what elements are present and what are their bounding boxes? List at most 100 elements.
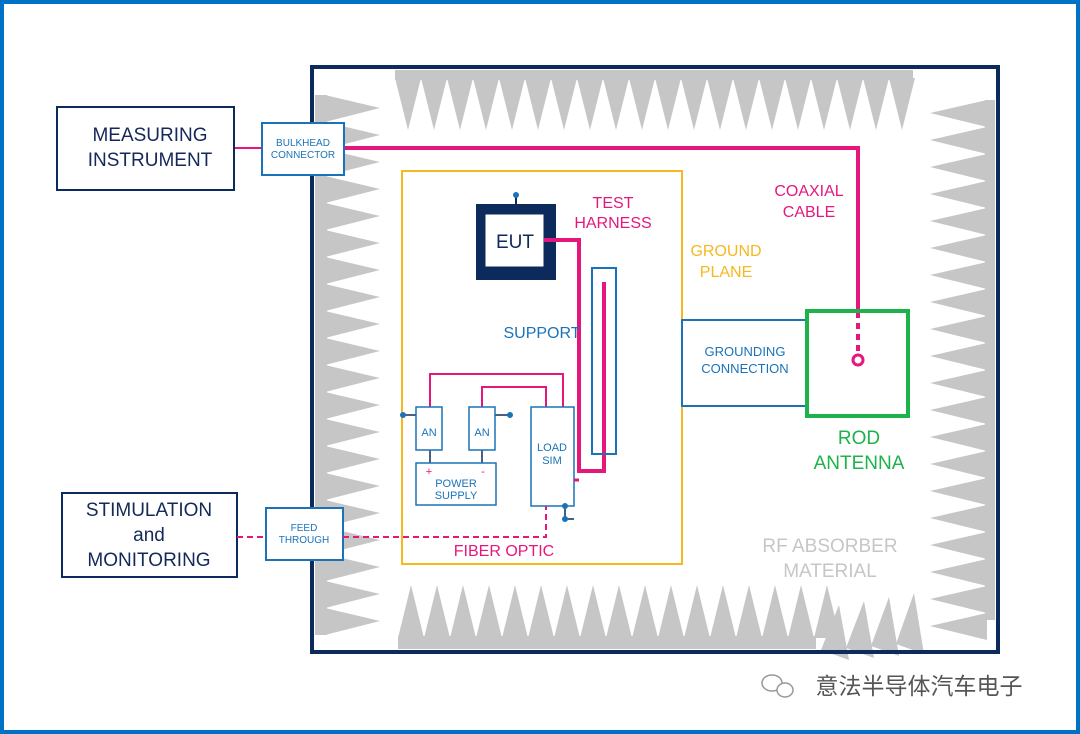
an-right-box <box>468 406 496 451</box>
bulkhead-connector-box <box>261 122 345 176</box>
absorber-cone <box>525 78 551 130</box>
absorber-cone <box>424 585 450 638</box>
absorber-cone <box>325 581 380 608</box>
absorber-cone <box>896 593 924 654</box>
absorber-cone <box>325 203 380 230</box>
eut-ground-node <box>513 192 519 198</box>
absorber-cone <box>871 597 899 656</box>
wechat-icon <box>761 674 794 698</box>
support-label: SUPPORT <box>503 325 580 342</box>
absorber-cone <box>930 451 987 478</box>
antenna-feed-point <box>851 353 865 367</box>
power-supply-label-2: SUPPLY <box>435 490 478 502</box>
absorber-cone <box>473 78 499 130</box>
ground-plane-label-1: GROUND <box>690 243 761 260</box>
load-sim-label-1: LOAD <box>537 442 567 454</box>
an-right-ground-node <box>507 412 513 418</box>
rf-absorber-cones <box>315 70 995 660</box>
absorber-cone <box>710 585 736 638</box>
stimulation-label-2: and <box>133 525 165 546</box>
grounding-connection-label-2: CONNECTION <box>701 361 788 376</box>
absorber-cone <box>450 585 476 638</box>
grounding-connection-box <box>681 319 808 407</box>
absorber-cone <box>733 78 759 130</box>
fiber-optic-line <box>343 506 547 538</box>
absorber-cone <box>930 505 987 532</box>
an-left-box <box>415 406 443 451</box>
measuring-instrument-label-1: MEASURING <box>92 125 207 146</box>
absorber-cone <box>325 230 380 257</box>
absorber-cone <box>325 419 380 446</box>
absorber-cone <box>930 208 987 235</box>
absorber-cone <box>930 532 987 559</box>
fiber-optic-label: FIBER OPTIC <box>454 543 554 560</box>
absorber-cone <box>930 100 987 127</box>
absorber-cone <box>930 559 987 586</box>
wire-an-right-to-load <box>481 386 547 407</box>
absorber-cone <box>629 78 655 130</box>
absorber-cone <box>325 446 380 473</box>
coaxial-cable-label-2: CABLE <box>783 204 835 221</box>
absorber-cone <box>603 78 629 130</box>
absorber-cone <box>930 235 987 262</box>
load-sim-box <box>530 406 575 507</box>
grounding-connection-label-1: GROUNDING <box>705 344 786 359</box>
power-supply-box <box>415 462 497 506</box>
absorber-cone <box>577 78 603 130</box>
power-supply-label-1: POWER <box>435 478 477 490</box>
absorber-cone <box>684 585 710 638</box>
support-block <box>591 267 617 455</box>
absorber-cone <box>325 365 380 392</box>
absorber-cone <box>811 78 837 130</box>
wire-an-left-to-load <box>429 373 564 407</box>
absorber-cone <box>759 78 785 130</box>
absorber-cone <box>325 257 380 284</box>
absorber-cone <box>930 397 987 424</box>
absorber-base <box>395 70 913 80</box>
absorber-cone <box>930 181 987 208</box>
absorber-cone <box>785 78 811 130</box>
absorber-cone <box>930 154 987 181</box>
stimulation-monitoring-box <box>61 492 238 578</box>
absorber-cone <box>476 585 502 638</box>
absorber-cone <box>821 605 849 660</box>
absorber-base <box>315 95 327 635</box>
absorber-cone <box>325 176 380 203</box>
power-supply-minus: - <box>481 466 485 478</box>
stimulation-label-3: MONITORING <box>87 550 210 571</box>
absorber-cone <box>554 585 580 638</box>
coaxial-cable-label-1: COAXIAL <box>774 183 843 200</box>
an-left-label: AN <box>421 427 436 439</box>
test-harness-line <box>544 238 606 473</box>
watermark-text: 意法半导体汽车电子 <box>816 673 1023 699</box>
feed-through-box <box>265 507 344 561</box>
absorber-cone <box>707 78 733 130</box>
test-harness-label-1: TEST <box>593 195 634 212</box>
absorber-cone <box>551 78 577 130</box>
absorber-cone <box>681 78 707 130</box>
absorber-cone <box>325 392 380 419</box>
absorber-cone <box>762 585 788 638</box>
absorber-cone <box>930 424 987 451</box>
load-sim-label-2: SIM <box>542 455 562 467</box>
absorber-cone <box>863 78 889 130</box>
absorber-cone <box>325 608 380 635</box>
rf-absorber-label-1: RF ABSORBER <box>762 536 897 557</box>
load-sim-node-top <box>562 503 568 509</box>
rod-antenna-label-1: ROD <box>838 428 880 449</box>
absorber-cone <box>837 78 863 130</box>
absorber-cone <box>502 585 528 638</box>
absorber-cone <box>395 78 421 130</box>
absorber-cone <box>580 585 606 638</box>
absorber-cone <box>658 585 684 638</box>
stimulation-label-1: STIMULATION <box>86 500 212 521</box>
measuring-instrument-box <box>56 106 235 191</box>
absorber-cone <box>398 585 424 638</box>
shielded-chamber-wall <box>310 65 1000 654</box>
power-supply-plus: + <box>426 466 432 478</box>
absorber-cone <box>655 78 681 130</box>
feed-through-label-2: THROUGH <box>279 535 330 546</box>
absorber-base <box>985 100 995 620</box>
